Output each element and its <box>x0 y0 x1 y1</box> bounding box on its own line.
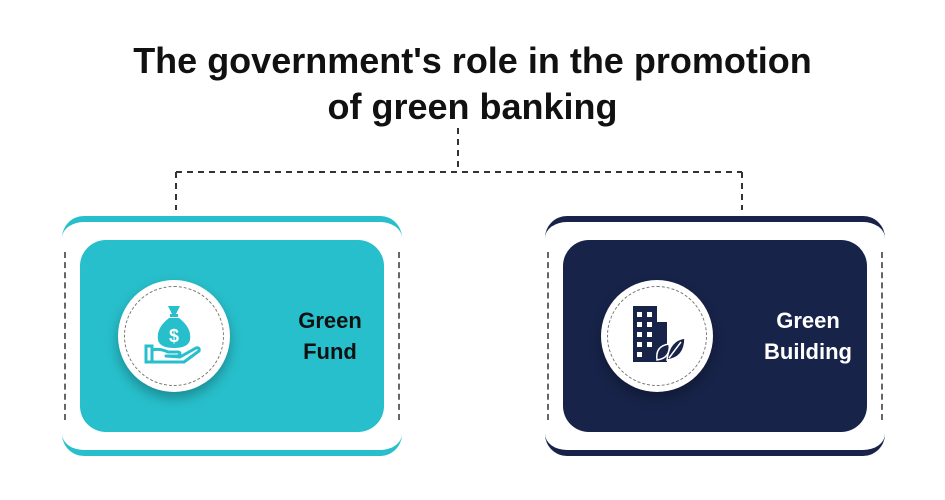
green-building-icon-badge <box>601 280 713 392</box>
eco-building-icon <box>633 306 686 362</box>
green-building-label-line2: Building <box>764 339 852 364</box>
title-line-1: The government's role in the promotion <box>133 40 812 81</box>
title-line-2: of green banking <box>327 86 618 127</box>
icon-ring <box>607 286 707 386</box>
green-fund-label: Green Fund <box>270 305 390 367</box>
card-frame-left <box>547 252 549 420</box>
svg-text:$: $ <box>169 326 179 346</box>
green-fund-panel: $ Green Fund <box>80 240 384 432</box>
card-frame-right <box>398 252 400 420</box>
card-frame-right <box>881 252 883 420</box>
green-fund-label-line1: Green <box>298 308 362 333</box>
card-frame-left <box>64 252 66 420</box>
green-building-label-line1: Green <box>776 308 840 333</box>
page-title: The government's role in the promotion o… <box>0 38 945 130</box>
green-building-panel: Green Building <box>563 240 867 432</box>
green-fund-card: $ Green Fund <box>62 216 402 456</box>
green-building-label: Green Building <box>743 305 873 367</box>
green-fund-label-line2: Fund <box>303 339 357 364</box>
icon-ring <box>124 286 224 386</box>
green-fund-icon-badge: $ <box>118 280 230 392</box>
money-bag-hand-icon: $ <box>144 306 201 364</box>
green-building-card: Green Building <box>545 216 885 456</box>
